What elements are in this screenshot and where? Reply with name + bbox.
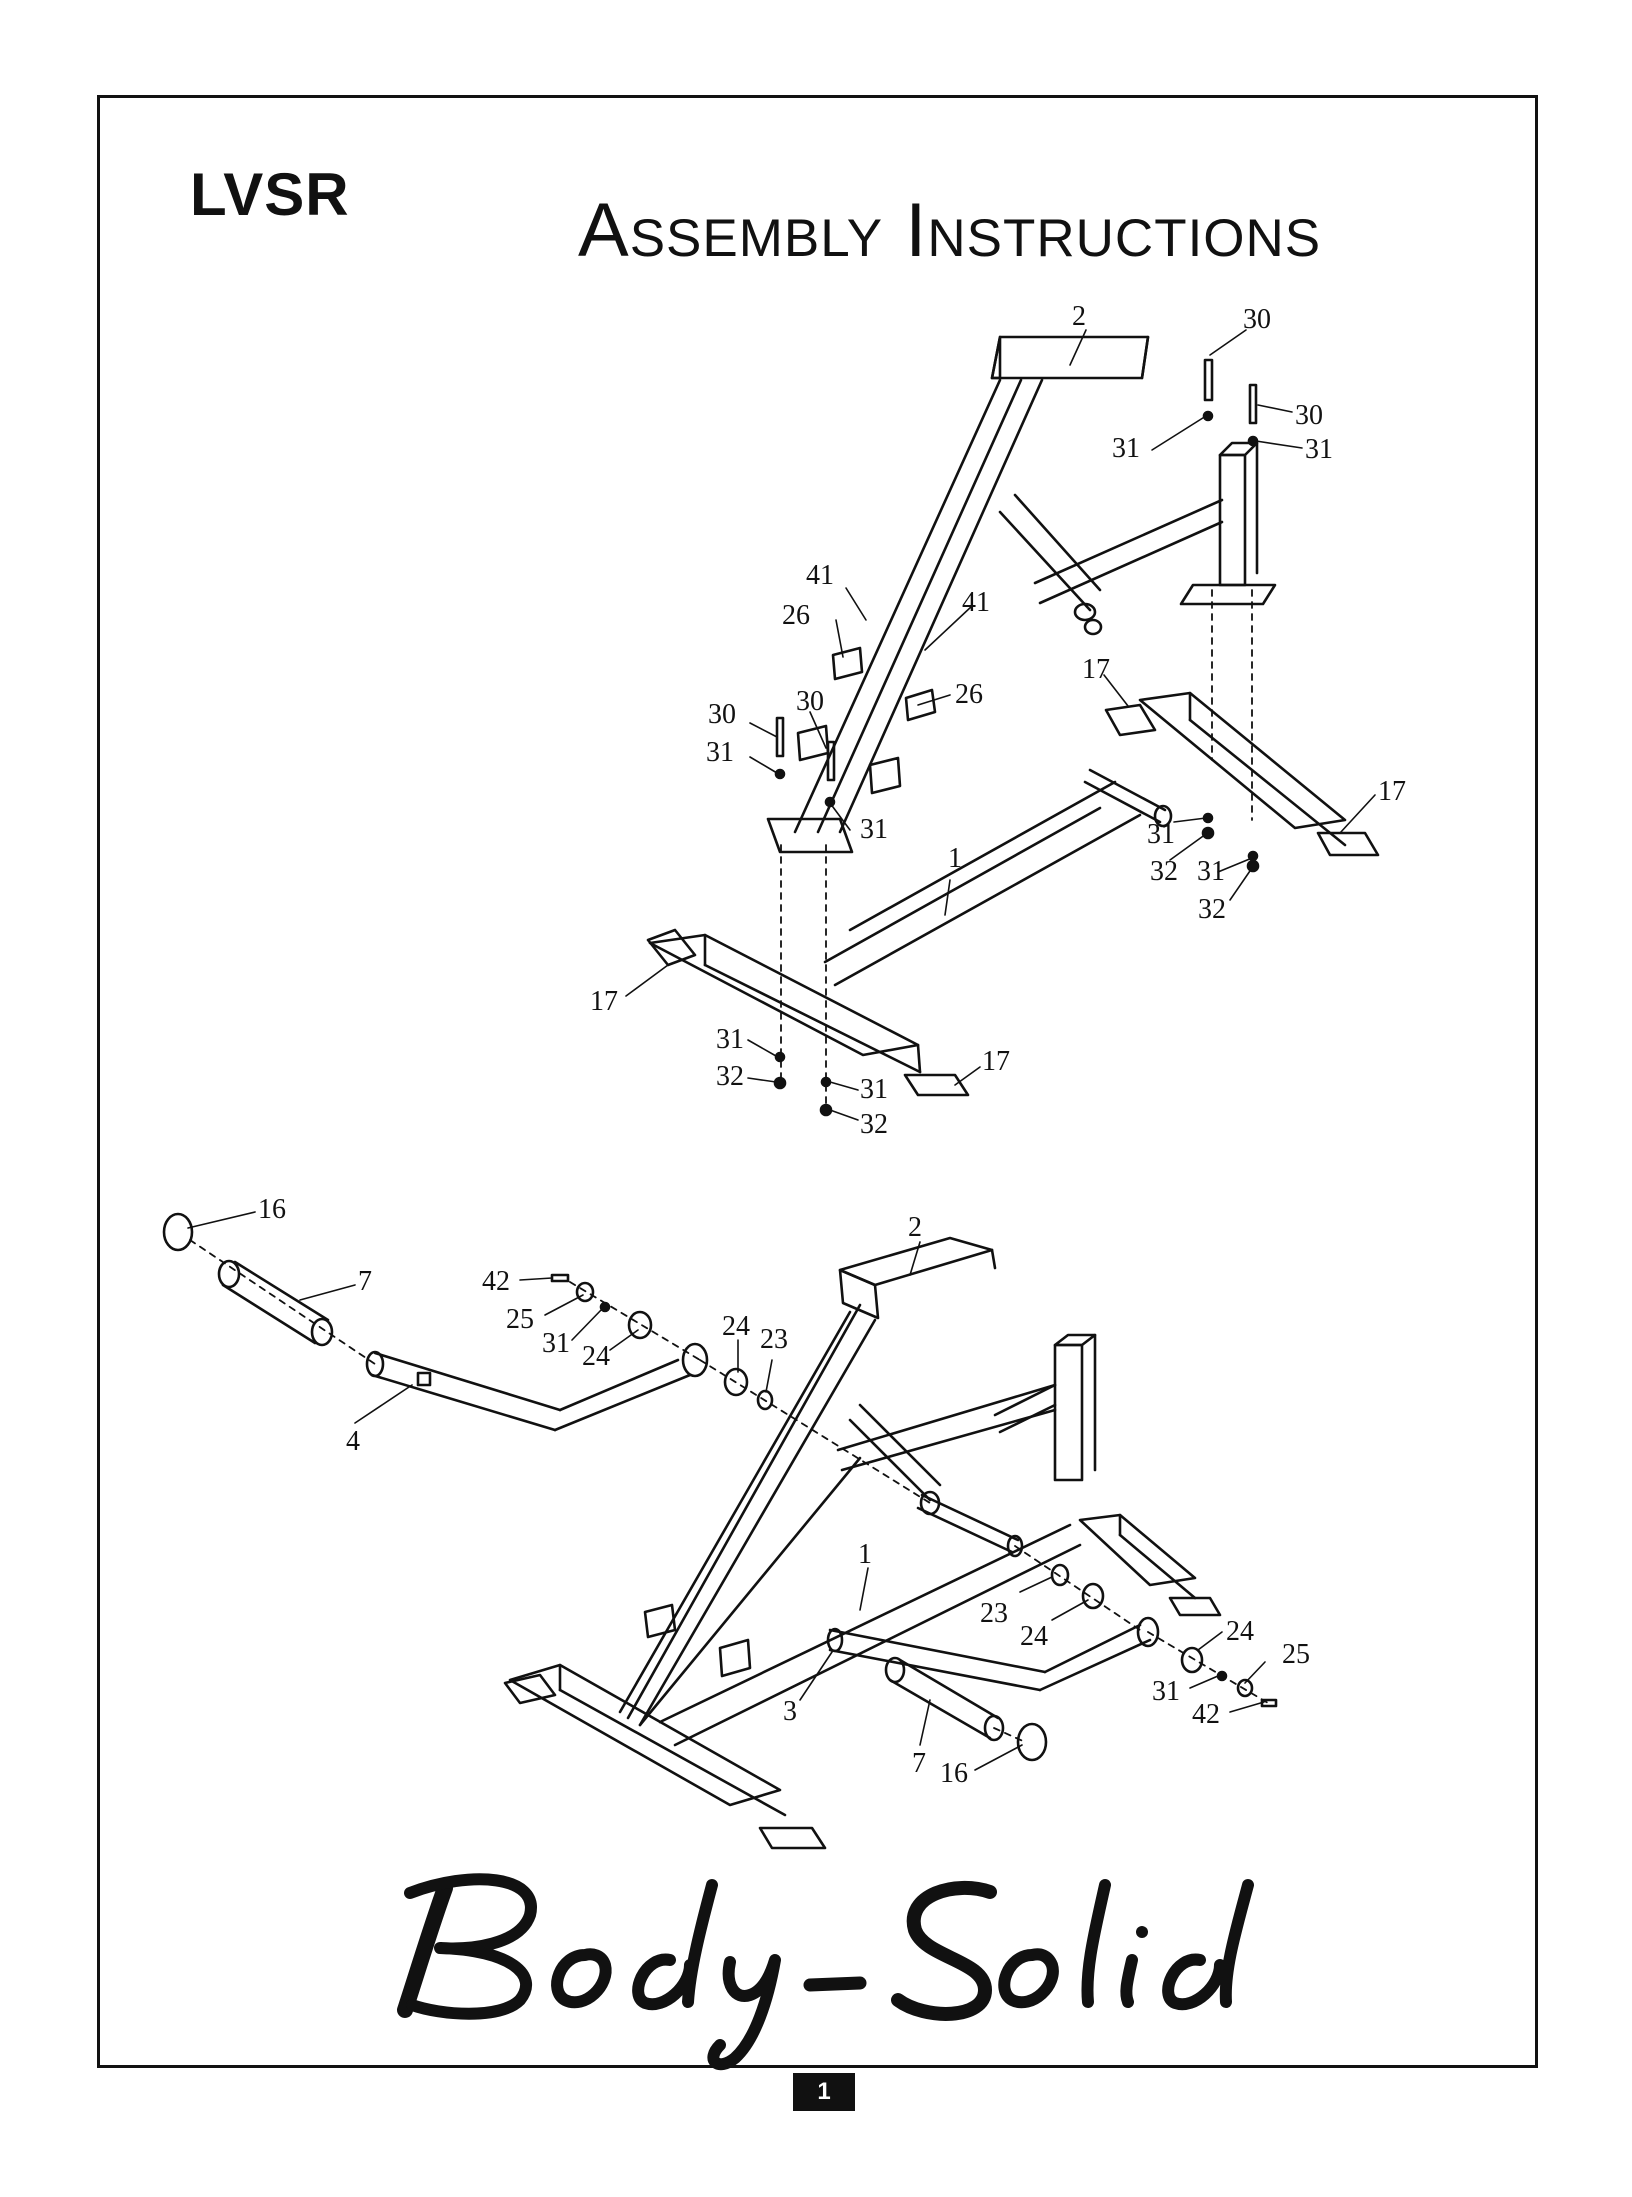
part-roller-pad-left [219,1261,332,1345]
callout-label: 32 [716,1061,744,1092]
callout-label: 30 [796,686,824,717]
part-crossbar [1035,500,1222,634]
callout-label: 23 [760,1324,788,1355]
callout-label: 31 [716,1024,744,1055]
callout-label: 41 [962,587,990,618]
leader-lines-bottom [188,1212,1265,1770]
callout-label: 30 [708,699,736,730]
callout-label: 31 [1305,434,1333,465]
callout-label: 26 [955,679,983,710]
part-end-cap-left [164,1214,192,1250]
callout-label: 31 [542,1328,570,1359]
callout-label: 30 [1295,400,1323,431]
assembled-frame-drawing [164,1212,1276,1848]
callout-label: 31 [1112,433,1140,464]
part-bolts-30 [777,360,1256,780]
page-number: 1 [793,2073,855,2111]
callout-label: 24 [1020,1621,1048,1652]
leader-lines-top [626,330,1375,1120]
callout-label: 30 [1243,304,1271,335]
callout-label: 2 [908,1212,922,1243]
part-base-frame [648,693,1378,1095]
callout-label: 4 [346,1426,360,1457]
callout-label: 2 [1072,301,1086,332]
callout-label: 41 [806,560,834,591]
callout-label: 24 [1226,1616,1254,1647]
callout-label: 17 [982,1046,1010,1077]
callout-label: 17 [1378,776,1406,807]
callout-label: 31 [1152,1676,1180,1707]
callout-label: 32 [1150,856,1178,887]
callout-label: 26 [782,600,810,631]
exploded-frame-drawing [626,330,1378,1120]
callout-label: 31 [860,814,888,845]
callout-label: 42 [482,1266,510,1297]
callout-label: 25 [506,1304,534,1335]
callout-label: 7 [358,1266,372,1297]
part-arm-left [367,1344,707,1430]
callout-label: 3 [783,1696,797,1727]
callout-label: 24 [722,1311,750,1342]
callout-label: 7 [912,1748,926,1779]
callout-label: 31 [706,737,734,768]
callout-label: 17 [1082,654,1110,685]
brand-logo [405,1879,1248,2064]
callout-label: 31 [1197,856,1225,887]
part-end-cap-right [1018,1724,1046,1760]
callouts-top: 2 30 30 31 31 41 41 26 26 30 30 31 31 17… [590,301,1406,1140]
part-pivot-shaft-assembled [918,1492,1022,1556]
part-crossbar-assembled [640,1385,1055,1725]
callout-label: 25 [1282,1639,1310,1670]
callout-label: 1 [948,843,962,874]
callout-label: 31 [1147,819,1175,850]
callout-label: 42 [1192,1699,1220,1730]
callout-label: 16 [940,1758,968,1789]
callout-label: 24 [582,1341,610,1372]
callout-label: 32 [860,1109,888,1140]
callout-label: 23 [980,1598,1008,1629]
callouts-bottom: 16 7 42 25 31 24 24 23 4 2 1 23 24 24 25… [258,1194,1310,1789]
callout-label: 31 [860,1074,888,1105]
part-rear-post-assembled [995,1335,1095,1480]
part-roller-pad-right [886,1658,1003,1740]
callout-label: 17 [590,986,618,1017]
part-rear-brace [1000,443,1275,610]
callout-label: 32 [1198,894,1226,925]
callout-label: 1 [858,1539,872,1570]
callout-label: 16 [258,1194,286,1225]
